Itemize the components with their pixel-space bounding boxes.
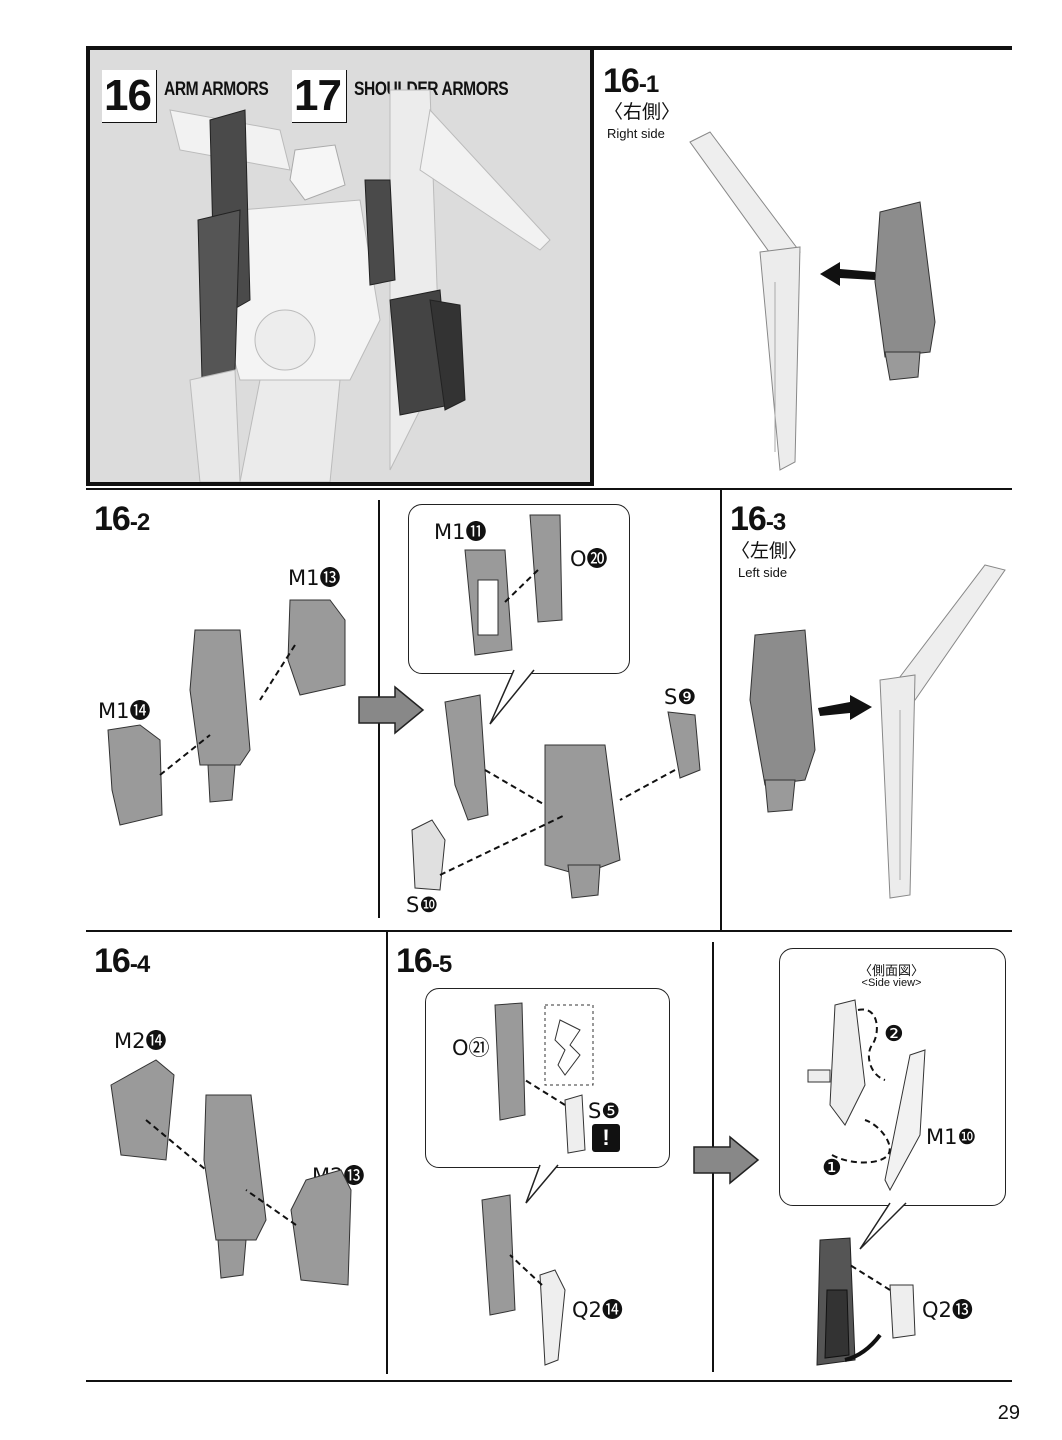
section-16-number-box [102, 70, 157, 123]
step-16-2-title: 16-2 [94, 500, 150, 538]
part-label-m1-13: M1⓭ [288, 566, 341, 590]
part-label-m2-14: M2⓮ [114, 1029, 167, 1053]
part-label-s-5: S❺ [588, 1099, 621, 1123]
step-16-2-diagram-left [107, 599, 346, 826]
part-label-m1-10: M1❿ [926, 1125, 977, 1149]
section-17-number-box [292, 70, 347, 123]
step-16-3-diagram [749, 564, 1006, 899]
process-arrow-icon-2 [693, 1135, 760, 1185]
section-17-number: 17 [294, 71, 342, 120]
hero-illustration-panel: 16 ARM ARMORS 17 SHOULDER ARMORS [86, 46, 594, 486]
step-16-5-final-diagram [816, 1237, 916, 1366]
side-view-diagram [807, 999, 926, 1192]
divider-16-5 [386, 932, 388, 1374]
caution-icon: ! [592, 1124, 620, 1152]
bottom-rule [86, 1380, 1012, 1382]
section-16-number: 16 [104, 71, 152, 120]
step-16-2-callout [408, 504, 630, 674]
order-mark-1: ❶ [822, 1156, 842, 1181]
step-16-4-title: 16-4 [94, 942, 150, 980]
section-16-title: ARM ARMORS [164, 79, 269, 100]
step-16-3-title: 16-3 [730, 500, 786, 538]
step-16-5-title: 16-5 [396, 942, 452, 980]
divider-16-3 [720, 490, 722, 930]
part-label-m1-14: M1⓮ [98, 699, 151, 723]
side-view-en: <Side view> [861, 977, 922, 989]
row-1-rule [86, 488, 1012, 490]
part-label-o-21: O㉑ [452, 1036, 490, 1060]
part-label-m1-11: M1⓫ [434, 520, 487, 544]
callout-pointer [489, 669, 535, 725]
step-16-5-callout [425, 988, 670, 1168]
part-label-q2-13: Q2⓭ [922, 1298, 973, 1322]
row-2-rule [86, 930, 1012, 932]
mobile-suit-render [169, 89, 551, 482]
top-rule [594, 46, 1012, 50]
part-label-s-10: S❿ [406, 893, 439, 917]
callout-pointer-side [859, 1202, 907, 1250]
step-16-3-side-en: Left side [738, 565, 788, 580]
step-16-2-diagram-right [411, 694, 701, 899]
step-16-1-diagram [689, 131, 936, 471]
step-16-1-side-jp: 〈右側〉 [604, 101, 681, 123]
part-label-q2-14: Q2⓮ [572, 1298, 623, 1322]
step-16-5-callout-diagram [494, 1002, 594, 1154]
step-16-5-diagram [481, 1194, 566, 1366]
step-16-2-callout-diagram [464, 514, 563, 656]
side-view-jp: 〈側面図〉 [858, 964, 924, 979]
part-label-s-9: S❾ [664, 685, 697, 709]
step-16-1-title: 16-1 [603, 62, 659, 100]
step-16-1-side-en: Right side [607, 126, 665, 141]
step-16-4-diagram [110, 1059, 352, 1286]
order-mark-2: ❷ [884, 1022, 904, 1047]
part-label-o-20: O⓴ [570, 547, 608, 571]
process-arrow-icon [358, 685, 425, 735]
page-number: 29 [997, 1402, 1020, 1424]
step-16-3-side-jp: 〈左側〉 [731, 540, 808, 562]
callout-pointer-16-5 [525, 1164, 559, 1204]
